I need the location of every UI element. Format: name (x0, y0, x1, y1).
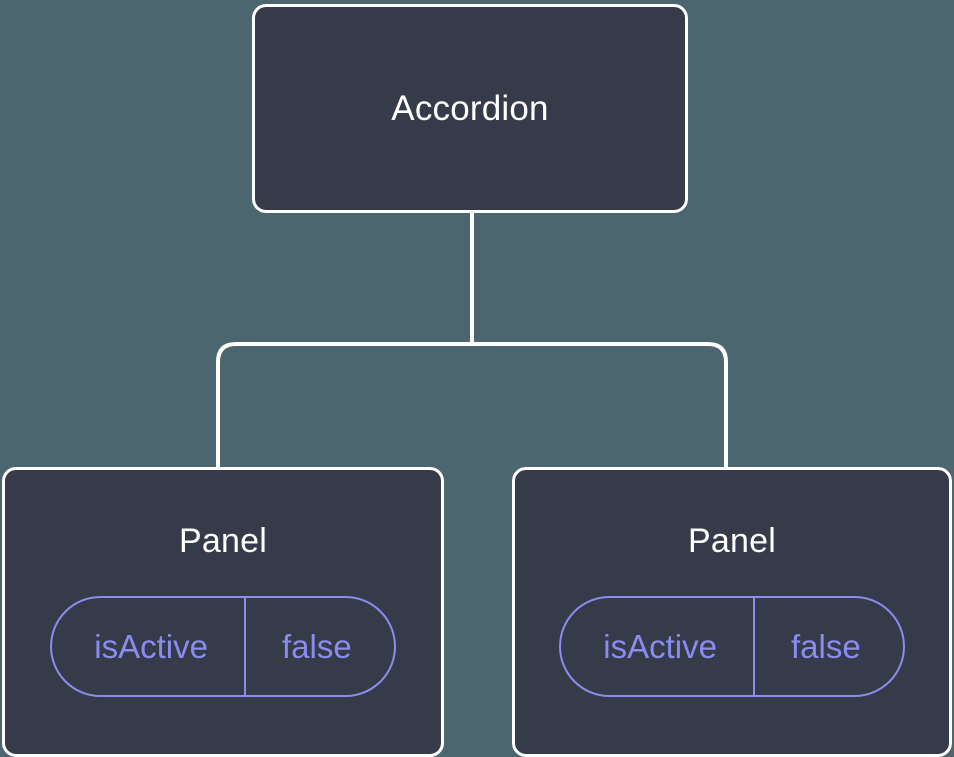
node-accordion-label: Accordion (391, 89, 549, 128)
node-panel-2-label: Panel (688, 522, 776, 560)
edge-bus-to-panel-right (472, 342, 728, 468)
node-accordion[interactable]: Accordion (252, 4, 688, 213)
edge-bus-to-panel-left (216, 342, 472, 468)
prop-key-isactive-1: isActive (94, 628, 208, 665)
prop-badge-isactive-2[interactable]: isActive false (559, 596, 905, 697)
prop-key-isactive-2: isActive (603, 628, 717, 665)
prop-badge-isactive-1[interactable]: isActive false (50, 596, 396, 697)
prop-value-isactive-2: false (752, 598, 903, 695)
node-panel-1[interactable]: Panel isActive false (2, 467, 444, 757)
diagram-canvas: Accordion Panel isActive false Panel isA… (2, 4, 952, 757)
prop-value-isactive-1: false (243, 598, 394, 695)
node-panel-2[interactable]: Panel isActive false (512, 467, 952, 757)
node-panel-1-label: Panel (179, 522, 267, 560)
